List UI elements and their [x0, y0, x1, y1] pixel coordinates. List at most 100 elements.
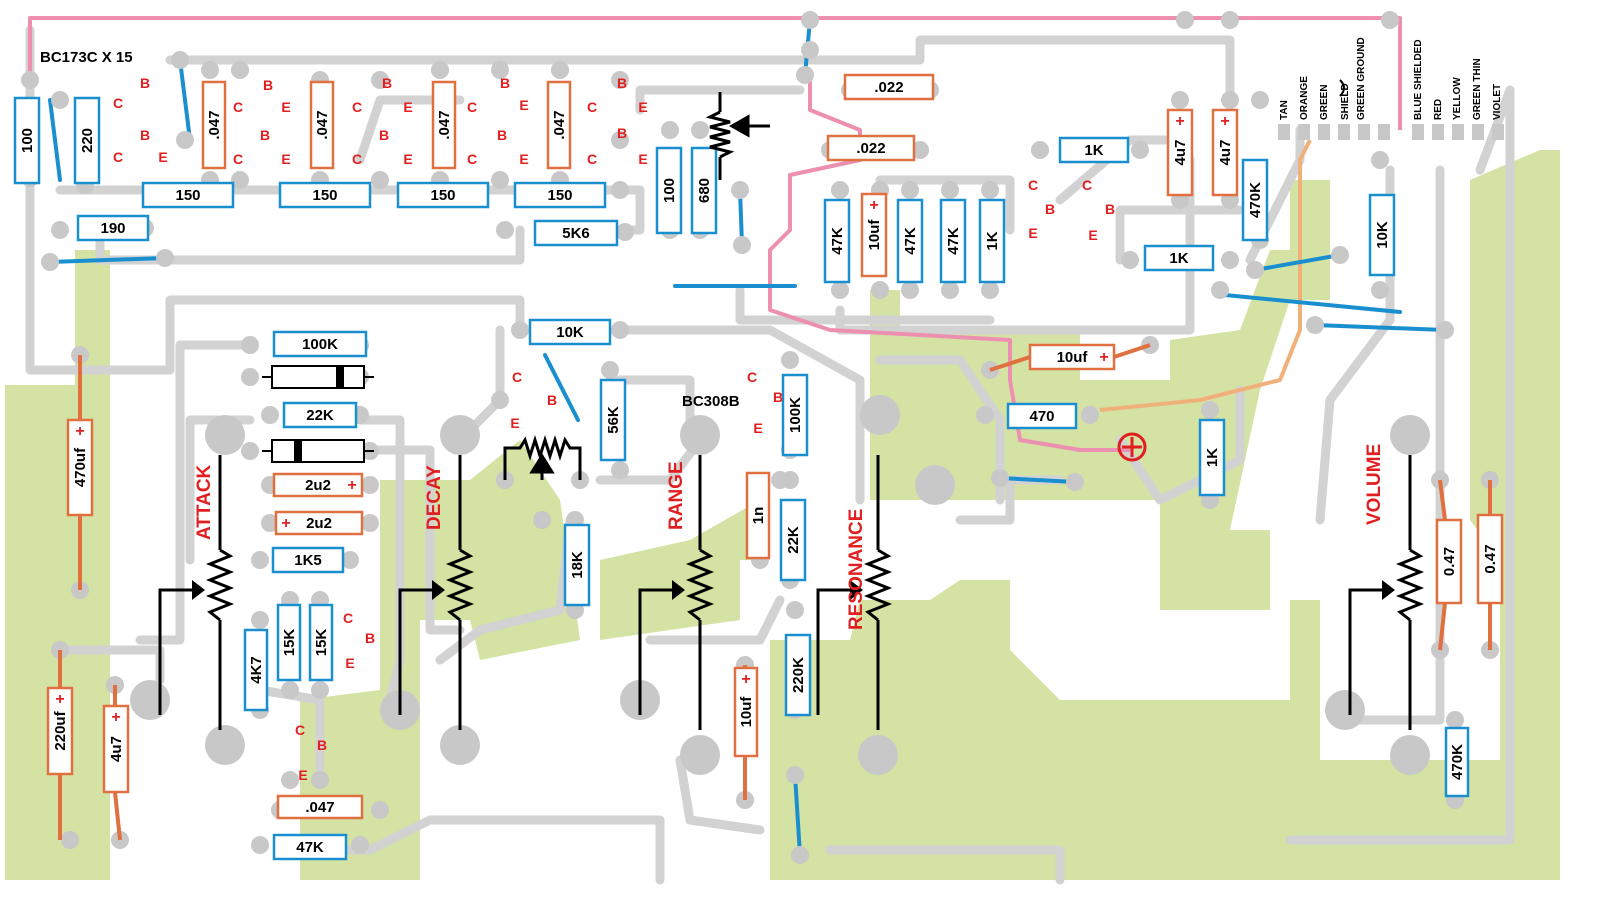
component-value: 680 — [696, 178, 713, 203]
transistor-pin-label: C — [587, 99, 597, 115]
pad — [1176, 11, 1194, 29]
component-value: 4u7 — [1217, 140, 1234, 166]
pad — [251, 836, 269, 854]
transistor-pin-label: C — [587, 151, 597, 167]
transistor-pin-label: B — [260, 127, 270, 143]
transistor-pin-label: E — [753, 420, 762, 436]
transistor-pin-label: C — [512, 369, 522, 385]
diode-upper — [262, 365, 374, 389]
pad — [611, 181, 629, 199]
pad — [171, 51, 189, 69]
component-value: 18K — [569, 551, 586, 579]
capacitor: 4u7 + — [1211, 108, 1239, 197]
wire-label-green-thin: GREEN THIN — [1472, 58, 1483, 120]
component-value: 150 — [312, 187, 337, 204]
pad — [371, 171, 389, 189]
component-value: 4K7 — [248, 656, 265, 684]
resistor: 220K — [784, 633, 812, 717]
component-value: 470K — [1449, 744, 1466, 780]
pad — [831, 181, 849, 199]
component-value: 0.47 — [1441, 547, 1458, 576]
wire-label-blue-shielded: BLUE SHIELDED — [1413, 39, 1424, 120]
pad — [231, 61, 249, 79]
polarity-mark: + — [741, 671, 750, 688]
pad — [611, 321, 629, 339]
component-lead — [989, 355, 1031, 372]
component-value: .047 — [314, 110, 331, 139]
pad — [1171, 91, 1189, 109]
component-value: 470K — [1247, 182, 1264, 218]
pad — [981, 181, 999, 199]
resistor: 5K6 — [533, 219, 619, 247]
pad — [533, 511, 551, 529]
component-value: .022 — [856, 140, 885, 157]
pad — [361, 476, 379, 494]
transistor-pin-label: B — [773, 389, 783, 405]
pad — [941, 181, 959, 199]
pad — [496, 221, 514, 239]
signal-wire — [1099, 139, 1312, 412]
pad — [791, 846, 809, 864]
pad — [351, 836, 369, 854]
pot-decay: DECAY — [380, 415, 480, 765]
pad — [1436, 321, 1454, 339]
transistor-pin-label: E — [638, 151, 647, 167]
pad — [1246, 261, 1264, 279]
component-value: 22K — [785, 526, 802, 554]
pot-lug — [130, 680, 170, 720]
pot-lug — [680, 415, 720, 455]
transistor-pin-label: C — [1028, 177, 1038, 193]
capacitor: .047 — [276, 794, 364, 820]
pad — [231, 171, 249, 189]
pad — [1121, 251, 1139, 269]
transistor-pin-label: B — [617, 125, 627, 141]
resistor: 150 — [141, 181, 235, 209]
wire-label-violet: VIOLET — [1492, 84, 1503, 120]
transistor-pin-label: B — [140, 75, 150, 91]
transistor-pin-label: E — [638, 99, 647, 115]
pad — [871, 281, 889, 299]
pad — [261, 514, 279, 532]
resistor: 15K — [276, 603, 302, 682]
transistor-pin-label: C — [467, 151, 477, 167]
component-value: 2u2 — [305, 477, 331, 494]
pot-lug — [860, 395, 900, 435]
pad — [941, 281, 959, 299]
resistor: 150 — [513, 181, 607, 209]
pad — [41, 253, 59, 271]
resistor: 10K — [1368, 193, 1396, 277]
wire-label-yellow: YELLOW — [1452, 77, 1463, 120]
component-value: 0.47 — [1482, 544, 1499, 573]
pad — [281, 681, 299, 699]
pad — [371, 801, 389, 819]
component-value: 100K — [787, 397, 804, 433]
component-value: .047 — [305, 799, 334, 816]
transistor-pin-label: E — [1028, 225, 1037, 241]
capacitor: 4u7+ — [1166, 108, 1194, 197]
resistor: 470K — [1444, 726, 1470, 798]
component-value: .022 — [874, 79, 903, 96]
component-value: 2u2 — [306, 515, 332, 532]
component-value: 47K — [902, 227, 919, 255]
resistor: 470 — [1006, 402, 1078, 430]
pad — [551, 61, 569, 79]
pad — [801, 41, 819, 59]
trimmer-680 — [705, 92, 770, 180]
pad — [241, 442, 259, 460]
transistor-pin-label: B — [140, 127, 150, 143]
component-value: 15K — [313, 629, 330, 657]
resistor: 47K — [896, 198, 924, 284]
polarity-mark: + — [1220, 113, 1229, 130]
pad — [361, 514, 379, 532]
transistor-pin-label: B — [500, 75, 510, 91]
polarity-mark: + — [75, 423, 84, 440]
transistor-pin-label: C — [467, 99, 477, 115]
pot-lug — [680, 735, 720, 775]
resistor: 47K — [939, 198, 967, 284]
transistor-pin-label: B — [379, 127, 389, 143]
transistor-pin-label: E — [1088, 227, 1097, 243]
pot-label: DECAY — [424, 465, 445, 530]
power-wire — [28, 16, 1402, 130]
